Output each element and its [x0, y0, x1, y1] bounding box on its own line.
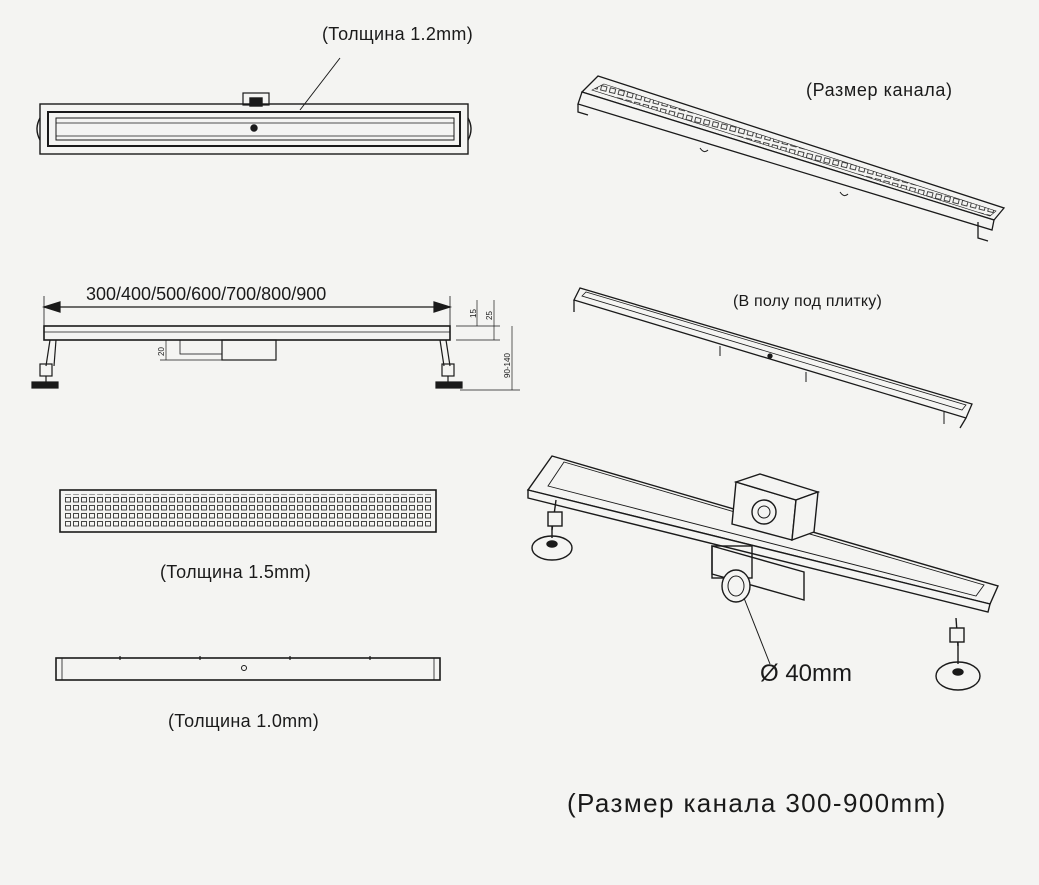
channel-body-isometric — [526, 455, 999, 691]
dimension-total-frame: 25 — [485, 311, 494, 320]
dimension-adjust-range: 90-140 — [503, 353, 512, 378]
label-thickness-cover: (Толщина 1.0mm) — [168, 711, 320, 731]
square-grate-plan — [59, 489, 437, 533]
label-thickness-square-grate: (Толщина 1.5mm) — [160, 562, 312, 582]
dimension-lengths: 300/400/500/600/700/800/900 — [86, 284, 326, 304]
grate-isometric — [577, 75, 1006, 242]
cover-plate-plan — [55, 656, 441, 681]
dimension-frame-height: 15 — [469, 309, 478, 318]
label-channel-size-range: (Размер канала 300-900mm) — [567, 788, 947, 818]
label-outlet-diameter: Ø 40mm — [760, 660, 853, 687]
label-thickness-top-grate: (Толщина 1.2mm) — [322, 24, 474, 44]
channel-top-view — [36, 57, 472, 155]
dimension-body-depth: 20 — [157, 347, 166, 356]
label-tile-insert: (В полу под плитку) — [733, 293, 883, 310]
channel-side-section — [31, 296, 520, 391]
tile-insert-isometric — [573, 287, 973, 429]
label-channel-size: (Размер канала) — [806, 80, 953, 100]
